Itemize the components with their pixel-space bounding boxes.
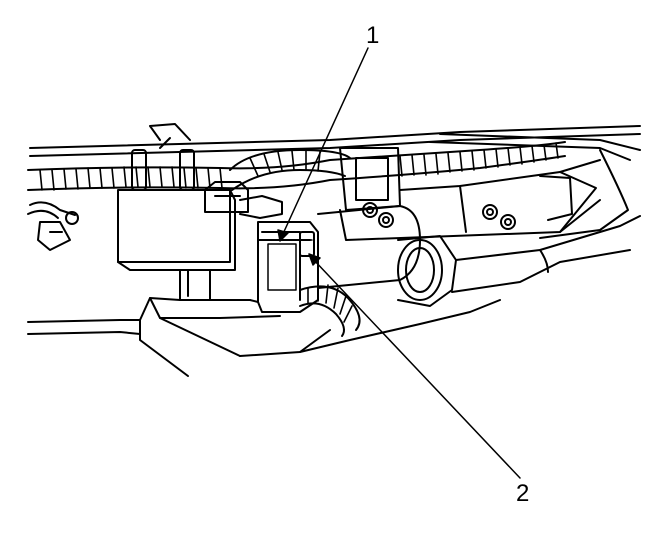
wiring-harness-conduit	[28, 142, 565, 190]
lower-floor-panel	[28, 298, 500, 376]
arrowhead-2	[309, 254, 320, 265]
right-body-structure	[452, 216, 640, 292]
center-component	[258, 222, 318, 312]
module-connector	[205, 182, 282, 218]
callout-label-1: 1	[366, 22, 380, 49]
leader-line-2	[312, 258, 520, 478]
bolt-icon	[363, 203, 377, 217]
branch-harness	[230, 150, 350, 190]
mounting-bracket	[340, 148, 600, 240]
left-connector-clip	[28, 202, 78, 250]
bolt-icon	[501, 215, 515, 229]
callout-leaders	[278, 48, 520, 478]
bolt-icon	[379, 213, 393, 227]
arrowhead-1	[278, 230, 288, 241]
control-module-box	[118, 190, 235, 300]
leader-line-1	[282, 48, 368, 236]
lower-harness-loop	[300, 285, 360, 336]
callout-label-2: 2	[516, 480, 530, 507]
bolt-icon	[483, 205, 497, 219]
